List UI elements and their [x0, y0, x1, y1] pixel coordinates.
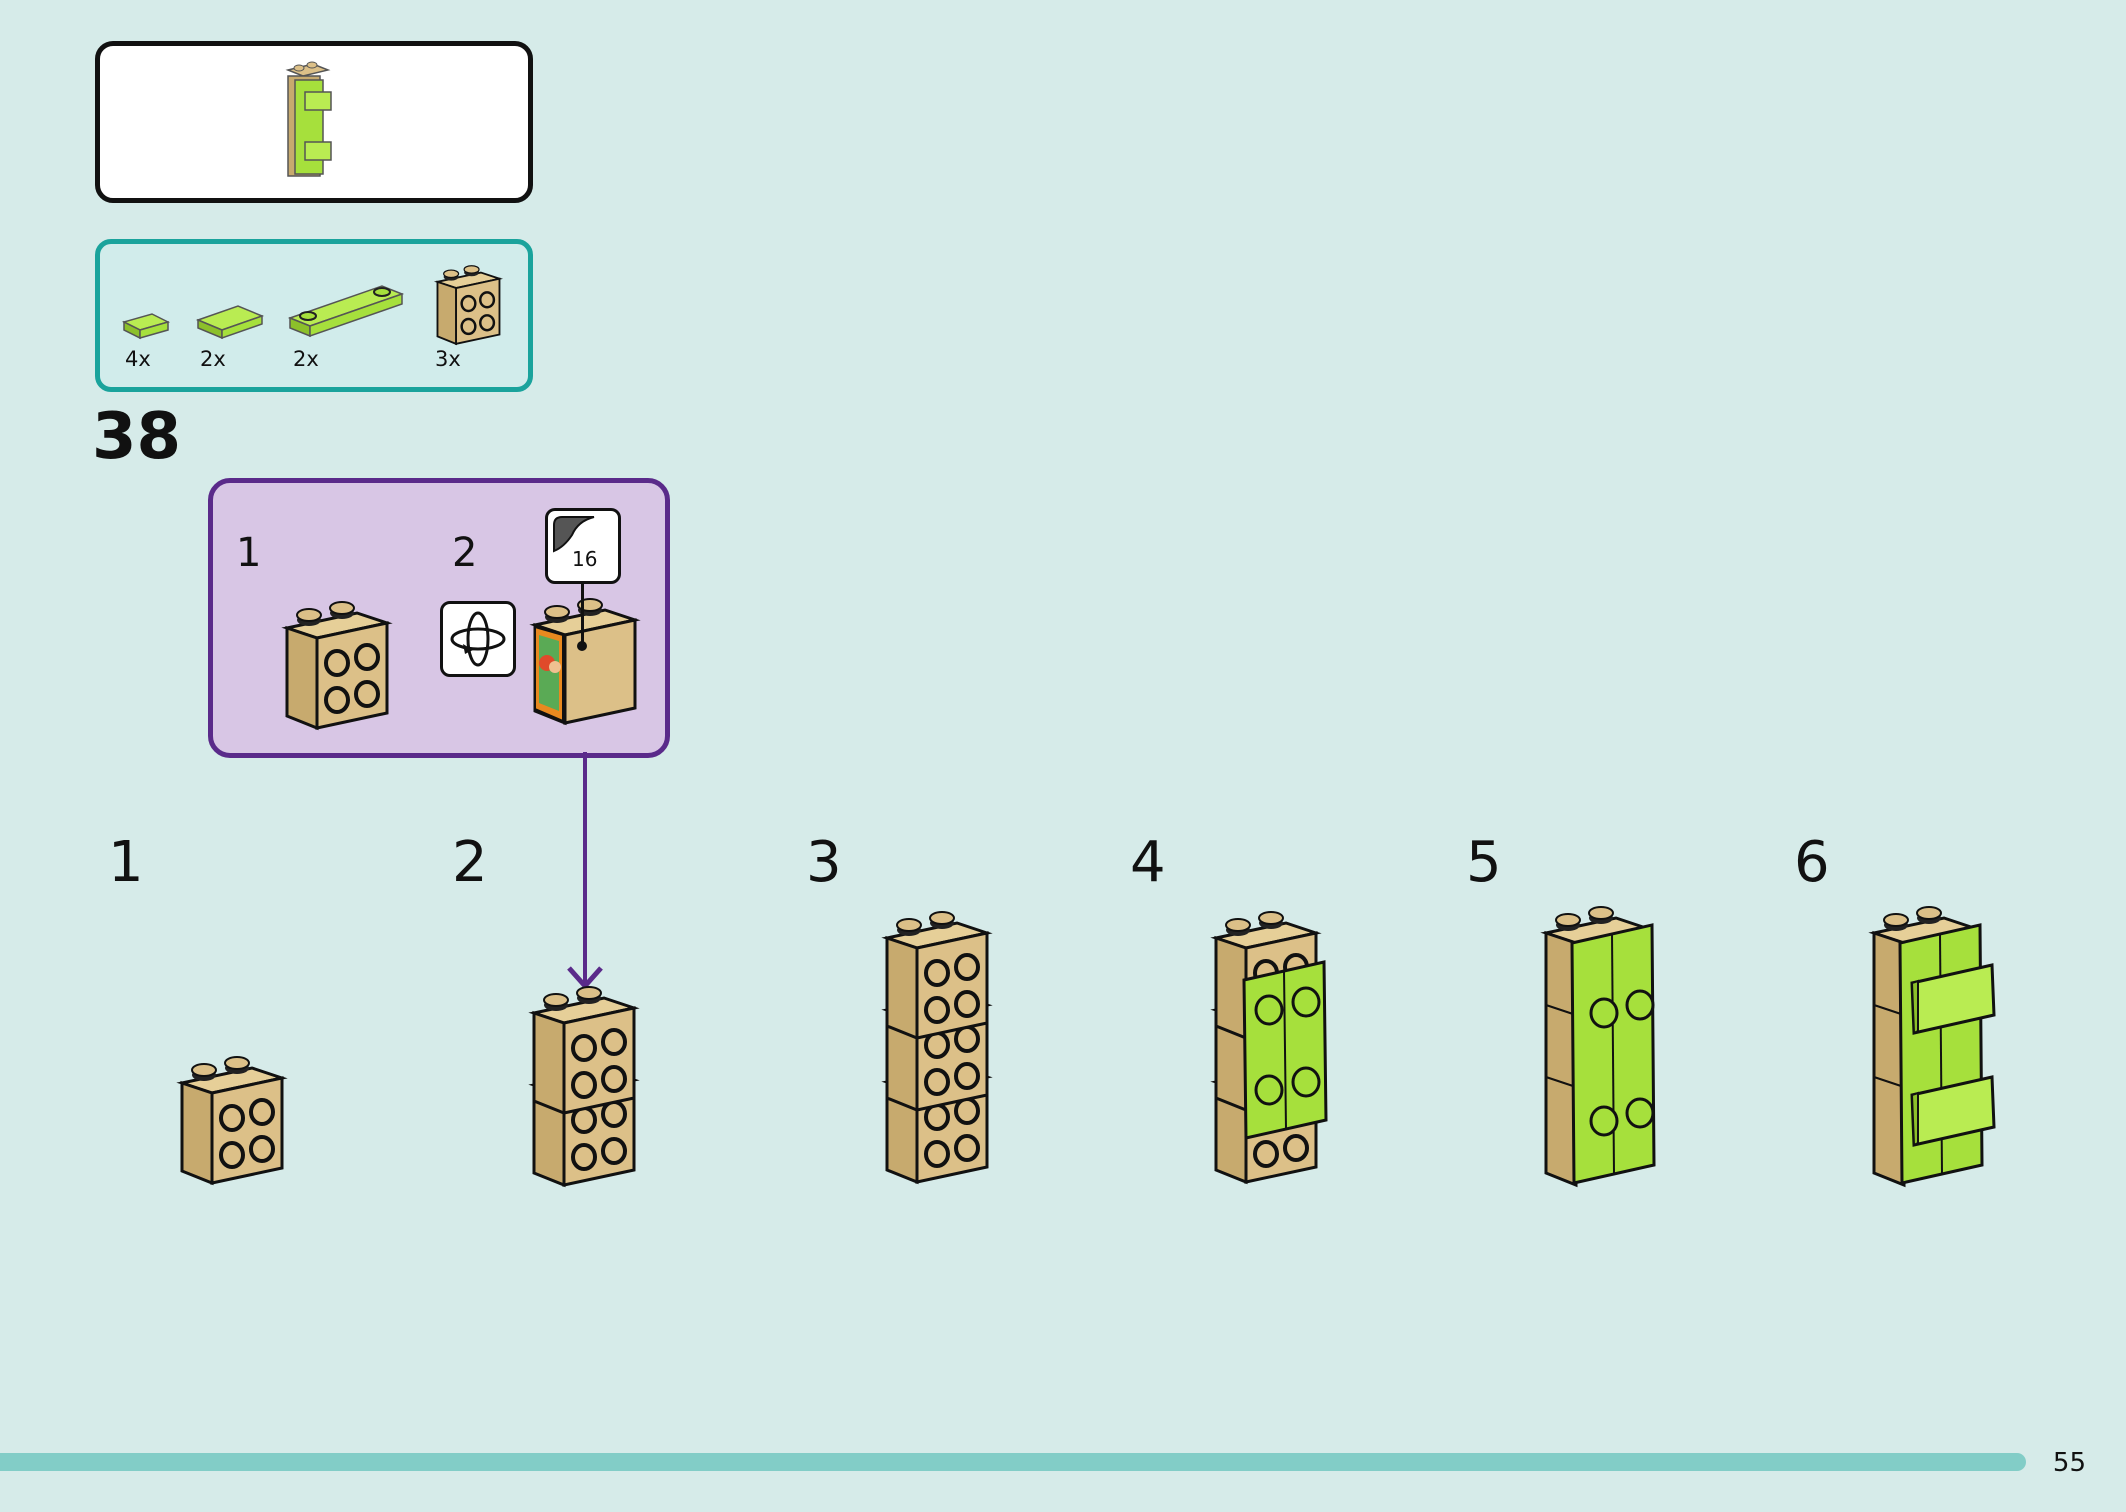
parts-list: 4x 2x 2x 3x [95, 239, 533, 392]
build-step-2-model [532, 985, 636, 1187]
sticker-sheet-icon [553, 516, 595, 553]
rotate-icon [440, 601, 516, 677]
sub-step-number: 1 [236, 530, 262, 576]
part-quantity: 3x [435, 347, 461, 371]
sub-brick-icon [285, 600, 389, 730]
build-step-number: 6 [1794, 830, 1830, 895]
build-step-number: 2 [452, 830, 488, 895]
assembly-preview-box [95, 41, 533, 203]
part-quantity: 4x [125, 347, 151, 371]
tile-1x1-icon [121, 313, 171, 340]
tile-1x2-icon [195, 305, 265, 340]
placement-arrow [567, 752, 603, 990]
build-step-number: 5 [1466, 830, 1502, 895]
sticker-leader-dot [577, 641, 587, 651]
build-step-4-model [1214, 910, 1328, 1184]
build-step-number: 4 [1130, 830, 1166, 895]
part-quantity: 2x [293, 347, 319, 371]
sub-step-number: 2 [452, 530, 478, 576]
sticker-leader-line [581, 581, 584, 645]
build-step-number: 3 [806, 830, 842, 895]
build-step-number: 1 [108, 830, 144, 895]
build-step-3-model [885, 910, 989, 1184]
assembled-pillar-icon [285, 61, 332, 177]
brick-1x2-studs-icon [436, 264, 501, 346]
page-number: 55 [2052, 1448, 2086, 1478]
plate-1x4-icon [287, 285, 405, 338]
page-progress-bar [0, 1453, 2026, 1471]
sticker-callout: 16 [545, 508, 621, 584]
sticker-brick-icon [529, 598, 641, 726]
sticker-number: 16 [572, 547, 598, 571]
step-number: 38 [92, 400, 182, 474]
build-step-6-model [1868, 906, 1996, 1188]
build-step-1-model [180, 1055, 284, 1185]
part-quantity: 2x [200, 347, 226, 371]
build-step-5-model [1540, 906, 1656, 1188]
